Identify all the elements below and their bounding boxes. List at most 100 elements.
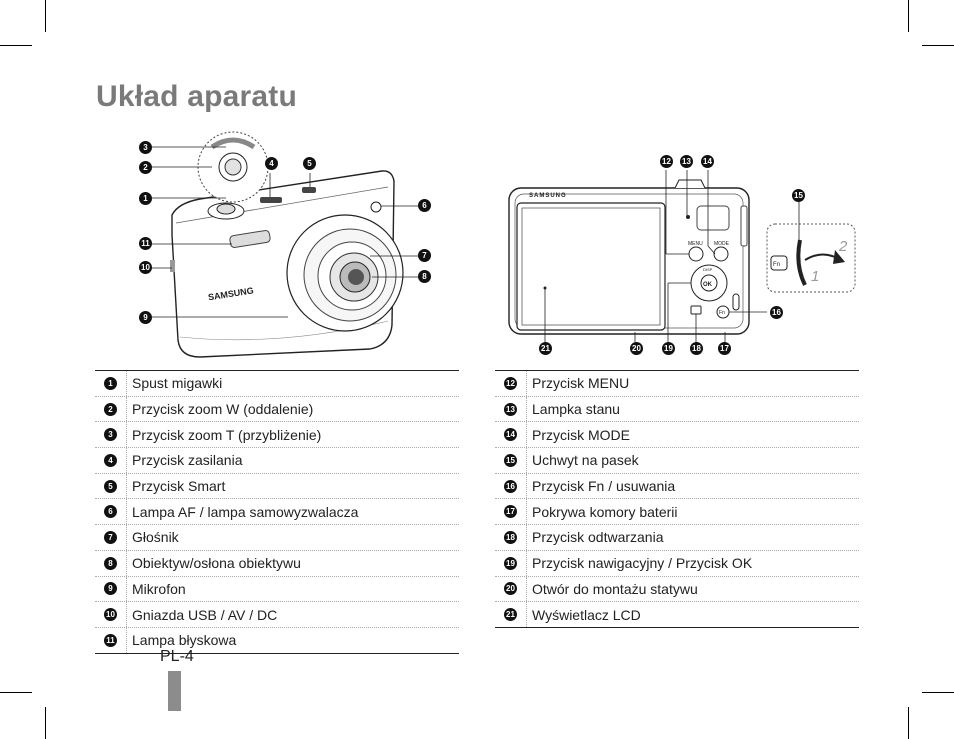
back-callout-19: 19 (662, 342, 675, 355)
front-callout-1: 1 (139, 192, 152, 205)
legend-number: 1 (104, 376, 117, 390)
legend-number: 16 (504, 479, 517, 493)
back-callout-12: 12 (660, 155, 673, 168)
section-tab (168, 671, 181, 711)
legend-number: 3 (104, 428, 117, 442)
inset-fn-label: Fn (773, 262, 780, 268)
legend-row: 14 Przycisk MODE (495, 422, 859, 449)
crop-mark (908, 0, 909, 32)
legend-label: Przycisk Smart (132, 478, 226, 495)
legend-label: Przycisk zasilania (132, 452, 243, 469)
front-callout-9: 9 (139, 311, 152, 324)
back-callout-20: 20 (630, 342, 643, 355)
legend-label: Przycisk MODE (532, 426, 630, 443)
front-callout-7: 7 (418, 249, 431, 262)
legend-row: 13 Lampka stanu (495, 396, 859, 423)
legend-row: 4 Przycisk zasilania (95, 448, 459, 474)
back-brand-logo: SAMSUNG (529, 193, 567, 199)
crop-mark (922, 692, 954, 693)
legend-row: 18 Przycisk odtwarzania (495, 525, 859, 551)
legend-row: 3 Przycisk zoom T (przybliżenie) (95, 422, 459, 449)
legend-label: Otwór do montażu statywu (532, 580, 698, 597)
legend-label: Mikrofon (132, 580, 186, 597)
legend-number: 9 (104, 582, 117, 596)
legend-number: 6 (104, 505, 117, 519)
legend-number: 11 (104, 633, 117, 647)
legend-label: Uchwyt na pasek (532, 452, 639, 469)
legend-number: 2 (104, 402, 117, 416)
legend-label: Przycisk odtwarzania (532, 529, 664, 546)
legend-row: 17 Pokrywa komory baterii (495, 499, 859, 526)
legend-number: 17 (504, 505, 517, 519)
legend-number: 5 (104, 479, 117, 493)
legend-label: Wyświetlacz LCD (532, 606, 641, 623)
page-title: Układ aparatu (96, 80, 297, 113)
front-callout-2: 2 (139, 161, 152, 174)
legend-row: 7 Głośnik (95, 525, 459, 551)
crop-mark (922, 45, 954, 46)
legend-row: 16 Przycisk Fn / usuwania (495, 473, 859, 500)
back-callout-16: 16 (770, 306, 783, 319)
legend-number: 18 (504, 530, 517, 544)
crop-mark (45, 0, 46, 32)
legend-label: Pokrywa komory baterii (532, 503, 678, 520)
legend-number: 21 (504, 608, 517, 622)
back-callout-13: 13 (680, 155, 693, 168)
legend-number: 14 (504, 428, 517, 442)
crop-mark (45, 707, 46, 739)
legend-label: Przycisk Fn / usuwania (532, 478, 676, 495)
legend-row: 11 Lampa błyskowa (95, 627, 459, 654)
legend-label: Spust migawki (132, 375, 223, 392)
legend-number: 10 (104, 608, 117, 622)
menu-button-label: MENU (688, 241, 703, 247)
legend-row: 21 Wyświetlacz LCD (495, 602, 859, 628)
legend-row: 10 Gniazda USB / AV / DC (95, 602, 459, 628)
legend-row: 1 Spust migawki (95, 371, 459, 397)
back-callout-15: 15 (792, 189, 805, 202)
legend-label: Przycisk nawigacyjny / Przycisk OK (532, 555, 753, 572)
back-callout-18: 18 (690, 342, 703, 355)
front-callout-5: 5 (303, 157, 316, 170)
front-callout-3: 3 (139, 141, 152, 154)
legend-number: 20 (504, 582, 517, 596)
legend-number: 12 (504, 376, 517, 390)
back-callout-21: 21 (539, 342, 552, 355)
legend-row: 9 Mikrofon (95, 576, 459, 603)
camera-back-illustration: SAMSUNG MENU MODE OK DISP Fn Fn 2 1 (508, 170, 856, 342)
front-callout-11: 11 (139, 237, 152, 250)
fn-button-label: Fn (719, 310, 725, 316)
legend-label: Przycisk zoom T (przybliżenie) (132, 426, 322, 443)
legend-label: Lampa AF / lampa samowyzwalacza (132, 503, 359, 520)
legend-label: Gniazda USB / AV / DC (132, 606, 278, 623)
front-callout-8: 8 (418, 270, 431, 283)
legend-row: 6 Lampa AF / lampa samowyzwalacza (95, 499, 459, 526)
strap-step-1: 1 (811, 268, 819, 285)
strap-step-2: 2 (838, 238, 848, 255)
disp-button-label: DISP (703, 267, 713, 272)
crop-mark (908, 707, 909, 739)
crop-mark (0, 45, 32, 46)
legend-label: Lampa błyskowa (132, 632, 237, 649)
legend-row: 15 Uchwyt na pasek (495, 448, 859, 474)
legend-label: Lampka stanu (532, 401, 620, 418)
back-callout-14: 14 (701, 155, 714, 168)
front-callout-10: 10 (139, 261, 152, 274)
legend-number: 15 (504, 453, 517, 467)
legend-number: 7 (104, 530, 117, 544)
legend-number: 8 (104, 556, 117, 570)
back-callout-17: 17 (718, 342, 731, 355)
legend-number: 13 (504, 402, 517, 416)
page-number: PL-4 (160, 648, 194, 665)
legend-label: Głośnik (132, 529, 179, 546)
camera-front-illustration: SAMSUNG (152, 131, 420, 358)
mode-button-label: MODE (714, 241, 730, 247)
crop-mark (0, 692, 32, 693)
legend-number: 4 (104, 453, 117, 467)
front-callout-6: 6 (418, 199, 431, 212)
ok-button-label: OK (703, 282, 713, 288)
